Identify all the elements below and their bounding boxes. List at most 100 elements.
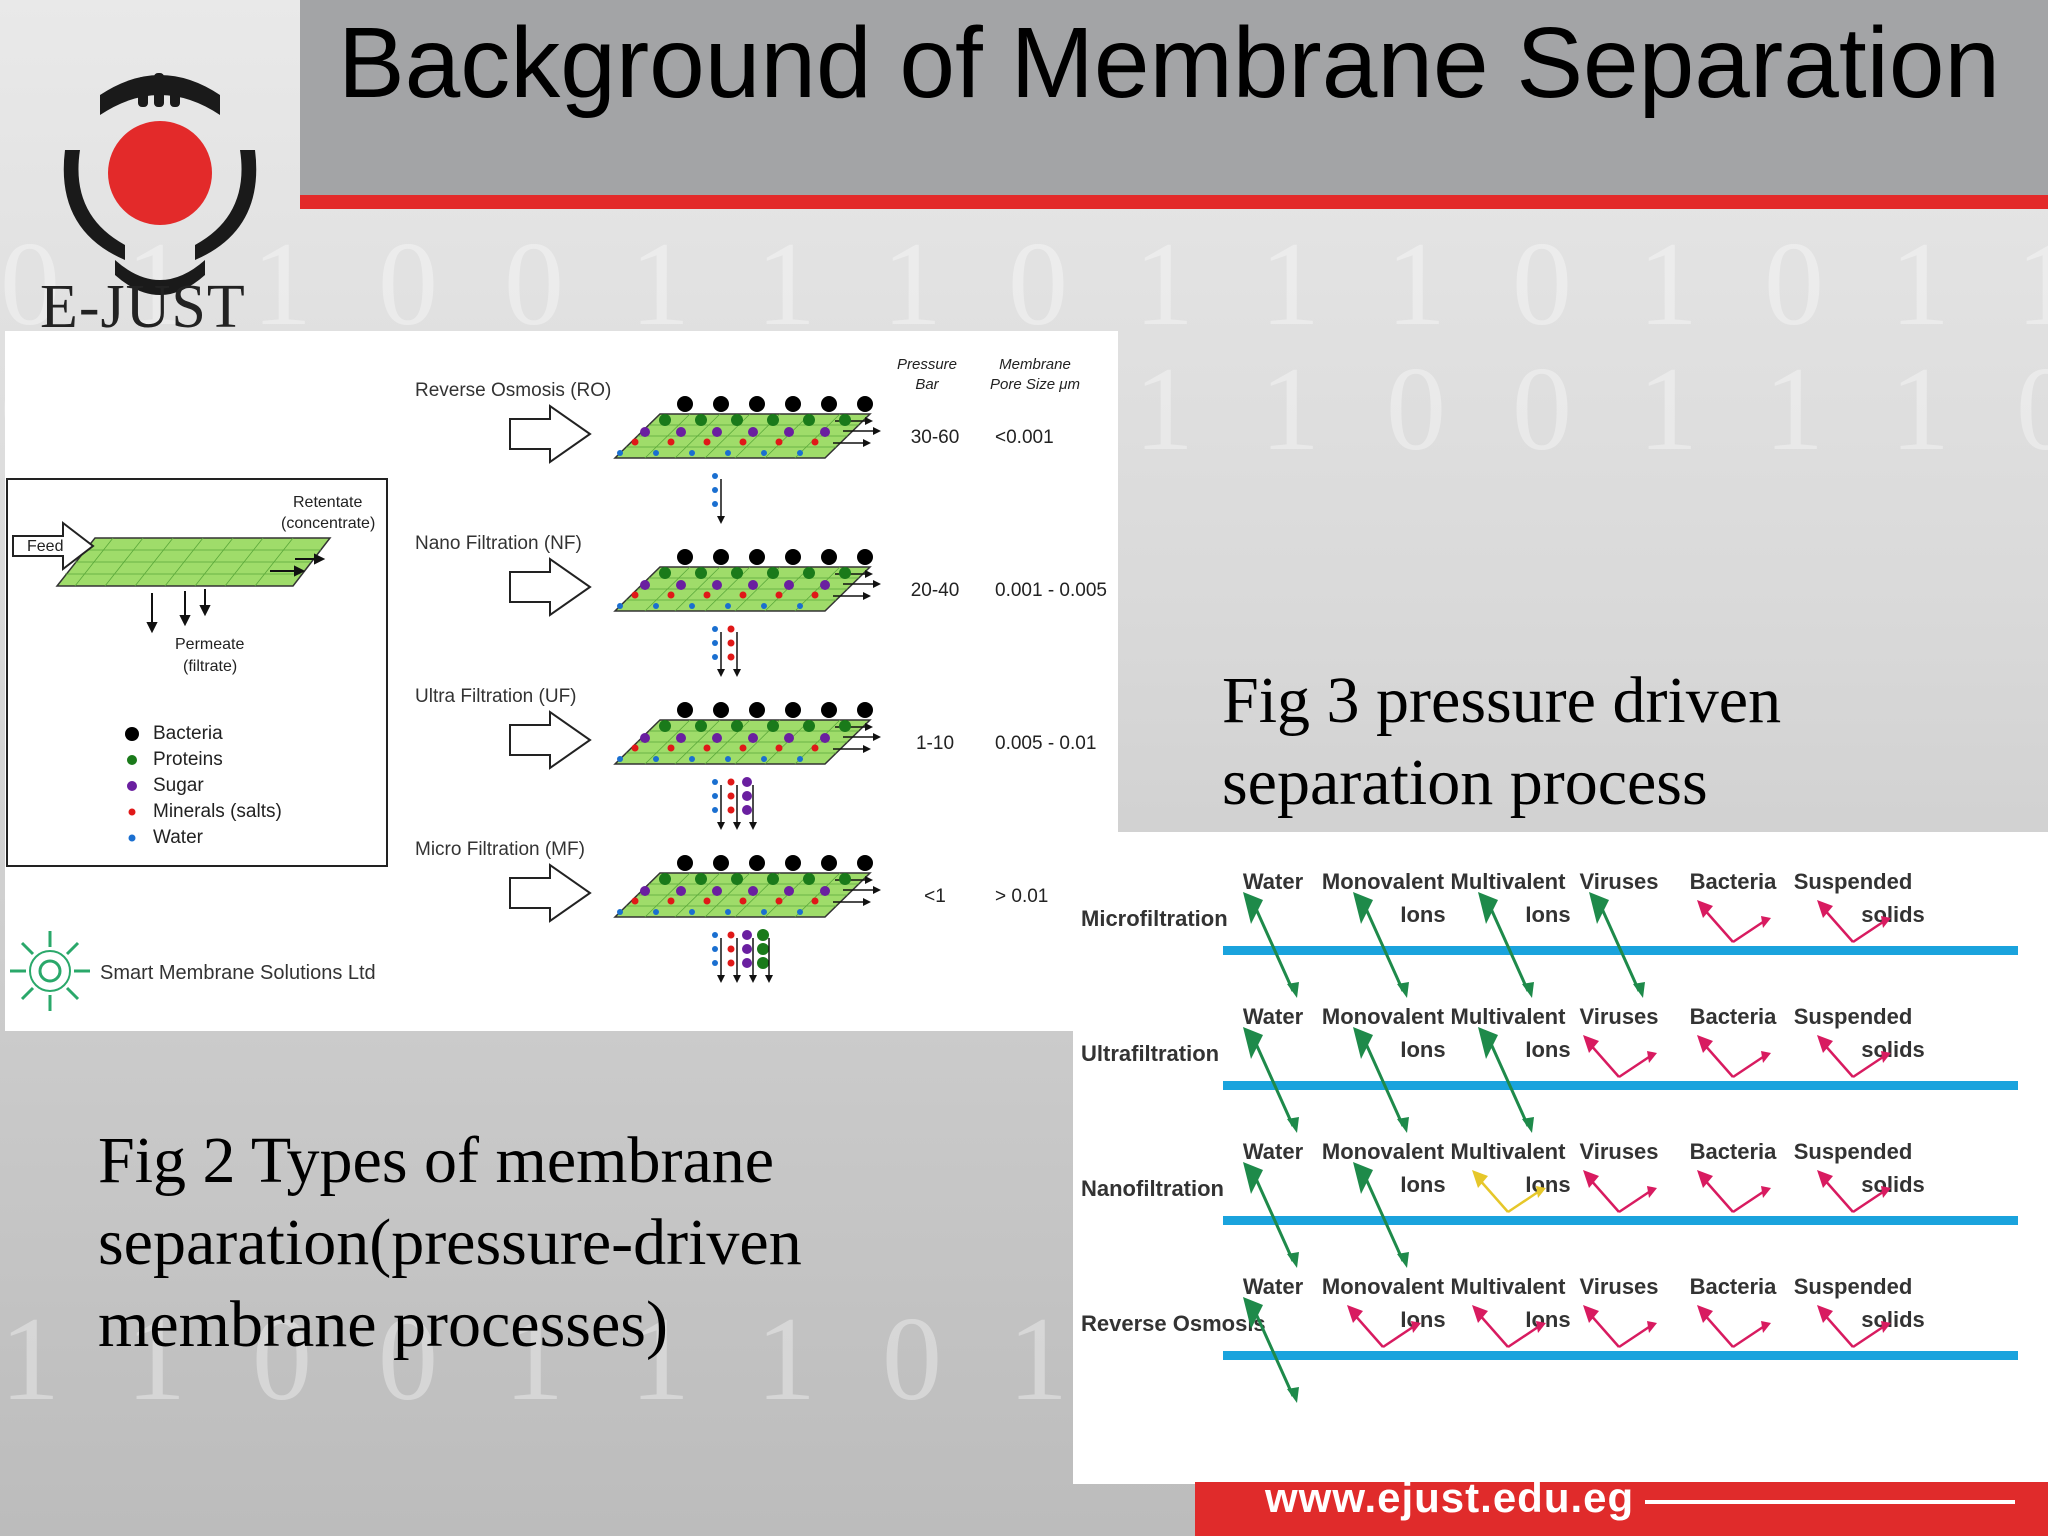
mineral-dot bbox=[631, 744, 639, 752]
water-dot bbox=[689, 909, 695, 915]
sugar-dot bbox=[640, 733, 650, 743]
water-dot bbox=[797, 603, 803, 609]
species-label: Bacteria bbox=[1690, 1139, 1778, 1164]
species-label: Viruses bbox=[1579, 1004, 1658, 1029]
bacteria-dot bbox=[857, 396, 873, 412]
sugar-dot bbox=[640, 580, 650, 590]
protein-dot bbox=[803, 414, 815, 426]
mineral-dot bbox=[739, 744, 747, 752]
water-dot bbox=[761, 603, 767, 609]
mineral-dot bbox=[775, 438, 783, 446]
species-sublabel: Ions bbox=[1525, 1037, 1570, 1062]
bacteria-dot bbox=[713, 396, 729, 412]
concentrate-label: (concentrate) bbox=[281, 515, 375, 532]
species-sublabel: solids bbox=[1861, 1037, 1925, 1062]
pore-size-value: 0.001 - 0.005 bbox=[995, 580, 1107, 601]
protein-dot bbox=[731, 567, 743, 579]
water-dot bbox=[761, 909, 767, 915]
mineral-dot bbox=[703, 744, 711, 752]
species-label: Water bbox=[1243, 1274, 1304, 1299]
water-dot bbox=[653, 603, 659, 609]
company-logo-icon bbox=[10, 931, 90, 1011]
water-dot bbox=[689, 450, 695, 456]
pass-arrow-icon bbox=[1251, 1171, 1295, 1262]
bacteria-dot bbox=[821, 396, 837, 412]
reject-arrow-icon bbox=[1477, 1312, 1509, 1348]
legend-label: Sugar bbox=[153, 775, 204, 796]
water-dot bbox=[689, 756, 695, 762]
separation-process-name: Reverse Osmosis bbox=[1081, 1311, 1266, 1336]
sugar-dot bbox=[784, 886, 794, 896]
process-row: Micro Filtration (MF)<1> 0.01 bbox=[415, 839, 1048, 983]
legend-dot-icon bbox=[128, 834, 136, 842]
pass-arrow-icon bbox=[1251, 1036, 1295, 1127]
mineral-dot bbox=[667, 744, 675, 752]
legend-dot-icon bbox=[127, 781, 137, 791]
reject-arrow-icon bbox=[1477, 1177, 1509, 1213]
bacteria-dot bbox=[749, 702, 765, 718]
filtrate-label: (filtrate) bbox=[183, 658, 237, 675]
mineral-dot bbox=[631, 591, 639, 599]
water-dot bbox=[761, 756, 767, 762]
sugar-dot bbox=[640, 427, 650, 437]
process-name: Ultra Filtration (UF) bbox=[415, 686, 577, 707]
figure3-caption: Fig 3 pressure driven separation process bbox=[1222, 664, 1782, 819]
sugar-dot bbox=[676, 580, 686, 590]
reject-arrow-icon bbox=[1822, 1312, 1854, 1348]
reject-arrow-icon bbox=[1822, 907, 1854, 943]
legend-label: Water bbox=[153, 827, 204, 848]
water-dot bbox=[725, 756, 731, 762]
footer-line bbox=[1645, 1500, 2015, 1504]
protein-dot bbox=[659, 567, 671, 579]
mineral-dot bbox=[667, 591, 675, 599]
water-dot bbox=[617, 909, 623, 915]
species-label: Suspended bbox=[1794, 1139, 1913, 1164]
water-dot bbox=[725, 603, 731, 609]
pressure-value: 1-10 bbox=[916, 733, 954, 754]
species-label: Suspended bbox=[1794, 1274, 1913, 1299]
retentate-label: Retentate bbox=[293, 494, 362, 511]
footer-bar bbox=[1195, 1482, 2048, 1536]
reject-arrow-icon bbox=[1702, 907, 1734, 943]
pass-arrow-icon bbox=[1486, 1036, 1530, 1127]
mineral-dot bbox=[775, 591, 783, 599]
species-label: Viruses bbox=[1579, 869, 1658, 894]
species-label: Suspended bbox=[1794, 869, 1913, 894]
sugar-dot bbox=[748, 733, 758, 743]
separation-process-name: Microfiltration bbox=[1081, 906, 1228, 931]
species-label: Suspended bbox=[1794, 1004, 1913, 1029]
protein-dot bbox=[839, 873, 851, 885]
e-just-logo-icon bbox=[63, 73, 257, 295]
mineral-dot bbox=[739, 438, 747, 446]
water-dot bbox=[617, 756, 623, 762]
sugar-dot bbox=[748, 580, 758, 590]
protein-dot bbox=[731, 873, 743, 885]
slide-title: Background of Membrane Separation bbox=[337, 7, 2001, 119]
bacteria-dot bbox=[857, 702, 873, 718]
logo-text: E-JUST bbox=[40, 273, 246, 341]
mineral-dot bbox=[811, 897, 819, 905]
species-sublabel: Ions bbox=[1525, 1307, 1570, 1332]
mineral-dot bbox=[631, 438, 639, 446]
bacteria-dot bbox=[821, 702, 837, 718]
legend-dot-icon bbox=[128, 808, 136, 816]
species-label: Viruses bbox=[1579, 1139, 1658, 1164]
sugar-dot bbox=[820, 733, 830, 743]
pass-arrow-icon bbox=[1361, 1036, 1405, 1127]
sugar-dot bbox=[712, 886, 722, 896]
bacteria-dot bbox=[785, 855, 801, 871]
feed-arrow-icon bbox=[12, 520, 95, 572]
figure2-diagram: Feed Retentate (concentrate) Permeate (f… bbox=[6, 356, 1107, 1011]
process-arrow-icon bbox=[509, 863, 592, 923]
pressure-value: 20-40 bbox=[911, 580, 960, 601]
footer-url[interactable]: www.ejust.edu.eg bbox=[1265, 1474, 1635, 1521]
membrane-line bbox=[1223, 1081, 2018, 1090]
header-red-line bbox=[300, 195, 2048, 209]
bacteria-dot bbox=[677, 549, 693, 565]
separation-process-name: Ultrafiltration bbox=[1081, 1041, 1219, 1066]
